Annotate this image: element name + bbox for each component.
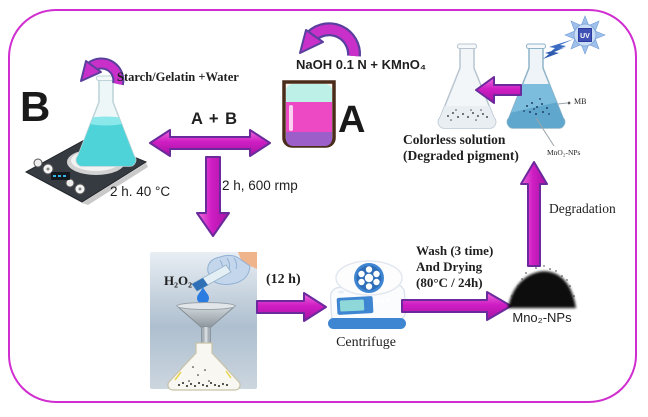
funnel-icon [175,302,237,352]
down-arrow-icon [196,156,230,237]
colorless-flask-icon [437,43,497,129]
colorless-line1: Colorless solution [403,132,506,147]
colorless-line2: (Degraded pigment) [403,147,519,163]
mb-callout-line [557,101,571,105]
mno2-callout-line [535,117,555,147]
mix-conditions-label: 2 h, 600 rmp [222,178,298,193]
border-frame [8,9,637,403]
label-b: B [20,83,51,130]
flask-starch-icon [75,75,137,167]
gloved-hand-pouring-icon [191,252,257,292]
uv-label: UV [580,33,590,40]
uv-sun-icon: UV [564,15,606,55]
up-arrow-degradation-icon [520,161,548,267]
beaker-a-icon [282,80,336,148]
mb-flask-icon [506,43,566,129]
wash-line1: Wash (3 time) [416,243,494,258]
left-arrow-icon [475,76,522,104]
right-arrow-powder-icon [401,291,512,321]
starch-label: Starch/Gelatin +Water [117,70,239,84]
wash-line3: (80°C / 24h) [416,275,483,290]
label-a: A [338,99,366,141]
mno2-powder-icon [508,265,576,308]
double-arrow-icon [149,129,271,157]
flask-conditions-label: 2 h. 40 °C [110,184,171,199]
twelve-h-label: (12 h) [266,272,301,287]
powder-label: Mno₂-NPs [512,310,572,325]
wash-dry-label: Wash (3 time) And Drying (80°C / 24h) [416,243,493,291]
wash-line2: And Drying [416,259,483,274]
curved-arrow-icon [80,57,125,86]
centrifuge-label: Centrifuge [336,335,396,350]
mno2-nps-label: MnO₂-NPs [547,148,581,157]
lightning-bolts-icon [543,39,574,59]
naoh-label: NaOH 0.1 N + KMnO₄ [296,57,427,72]
centrifuge-icon [328,260,407,329]
h2o2-label: H₂O₂ [164,273,193,288]
a-plus-b-label: A + B [191,110,239,128]
precipitate-flask-icon [167,342,241,391]
curved-arrow-naoh-icon [299,22,362,57]
degradation-label: Degradation [549,201,616,216]
colorless-label: Colorless solution (Degraded pigment) [403,132,519,163]
mb-label: MB [574,97,587,106]
droplet-icon [197,287,209,304]
right-arrow-centrifuge-icon [256,292,327,322]
